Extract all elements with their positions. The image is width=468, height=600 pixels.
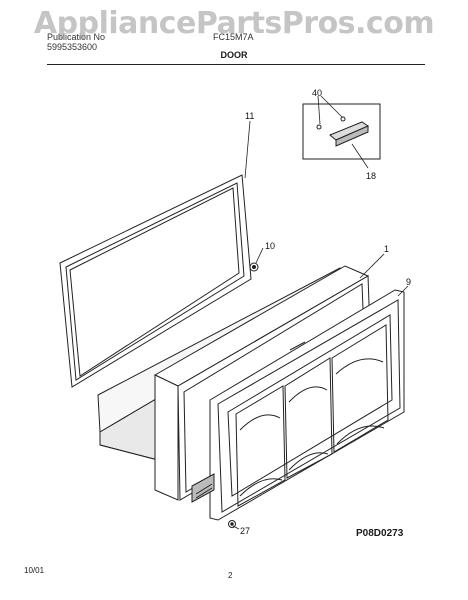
watermark: AppliancePartsPros.com [33, 6, 435, 41]
door-face-panel [191, 289, 405, 521]
publication-number: 5995353600 [47, 42, 98, 52]
revision-date: 10/01 [24, 566, 45, 575]
leader-lines [232, 95, 409, 530]
inset-detail-box [302, 103, 381, 160]
callout-9: 9 [406, 277, 411, 287]
page-number: 2 [228, 571, 233, 580]
callout-40: 40 [312, 88, 322, 98]
screw-part-10 [249, 262, 259, 272]
callout-27: 27 [240, 526, 250, 536]
door-gasket [59, 174, 252, 388]
callout-10: 10 [265, 241, 275, 251]
callout-18: 18 [366, 171, 376, 181]
drawing-code: P08D0273 [356, 528, 404, 539]
section-title: DOOR [220, 50, 248, 60]
model-number: FC15M7A [213, 32, 254, 42]
callout-11: 11 [245, 111, 254, 121]
header-rule [47, 64, 425, 65]
screw-part-27 [228, 520, 236, 528]
publication-label: Publication No [47, 32, 106, 42]
callout-1: 1 [384, 244, 389, 254]
